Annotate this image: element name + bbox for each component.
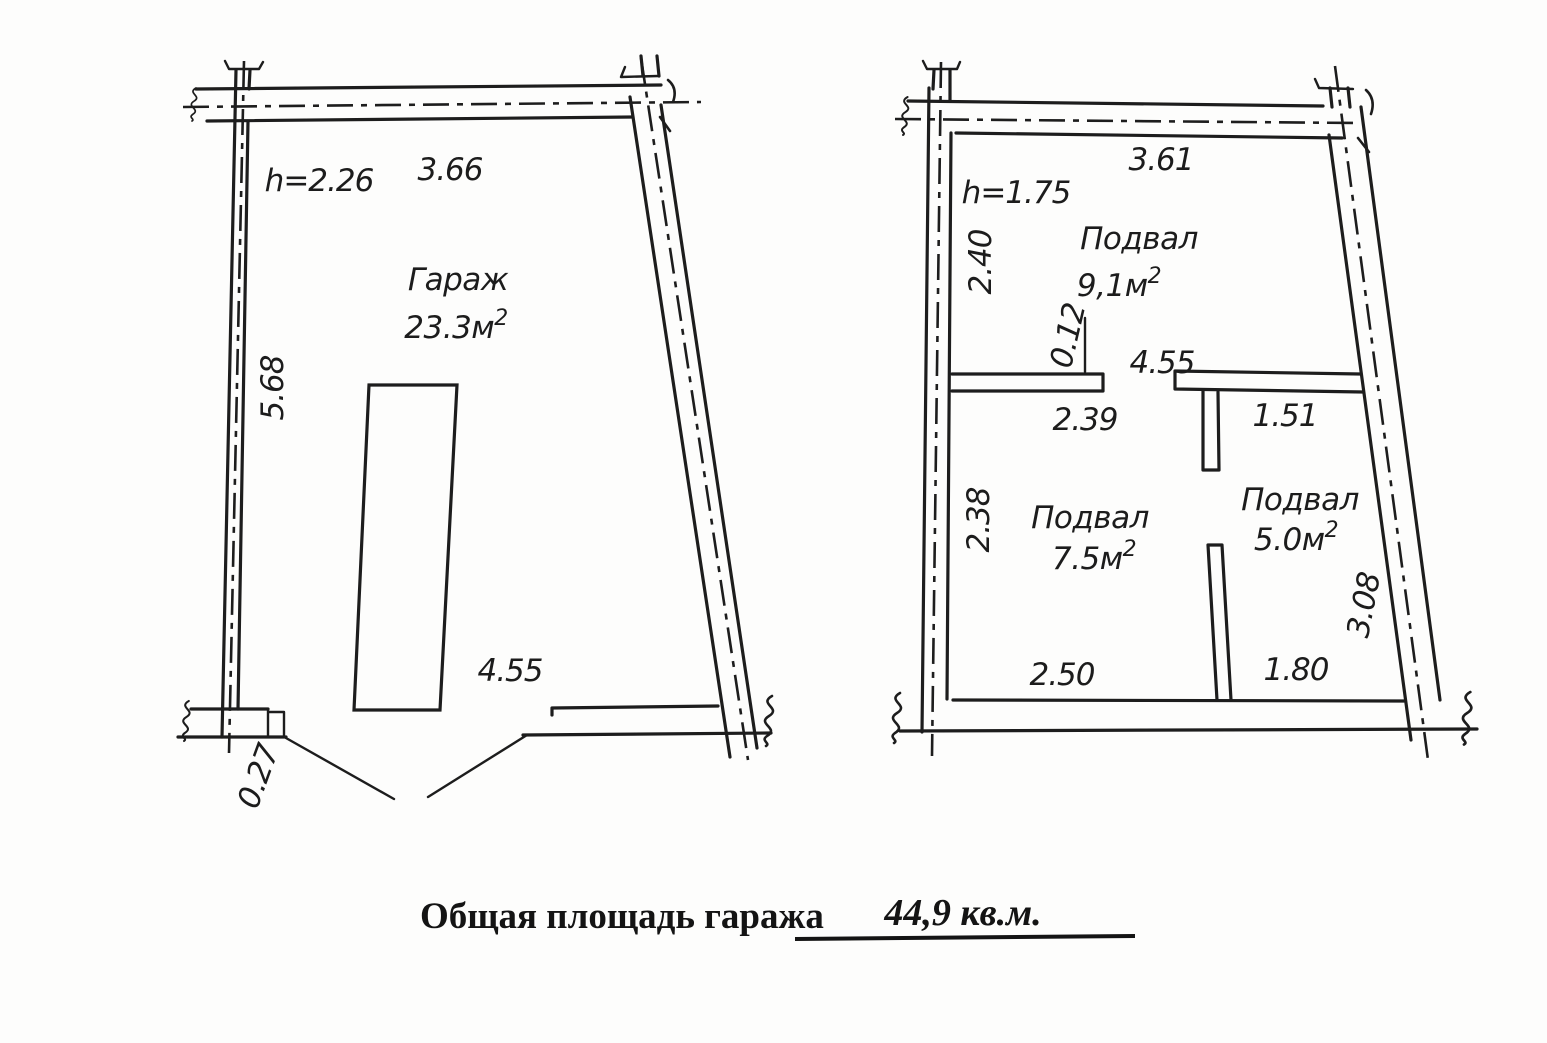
garage-right-wall-stub-cap	[619, 65, 660, 79]
basement-partition-right-bar	[1173, 369, 1365, 394]
basement-partition-left	[950, 372, 1105, 393]
garage-height-label: h=2.26	[265, 163, 374, 199]
basement-dim-bottom-right: 1.80	[1263, 652, 1328, 688]
basement-dim-top: 3.61	[1128, 142, 1193, 178]
caption: Общая площадь гаража 44,9 кв.м.	[420, 892, 1136, 941]
garage-top-wall-break	[190, 87, 198, 122]
basement-right-wall-centerline	[1333, 65, 1430, 761]
garage-right-wall-outer-line	[659, 103, 759, 750]
basement-dim-right: 3.08	[1340, 569, 1388, 640]
garage-walls	[176, 54, 775, 761]
basement-left-wall-inner-line	[945, 131, 953, 701]
garage-dim-left: 5.68	[255, 355, 291, 420]
garage-left-wall-centerline	[227, 60, 246, 754]
basement-partition-right-stem	[1201, 389, 1221, 472]
basement-dim-bottom-left: 2.50	[1029, 657, 1094, 693]
basement-room3-name: Подвал	[1241, 482, 1359, 518]
basement-labels: 3.61 h=1.75 Подвал 9,1м2 2.40 0.12 4.55 …	[961, 142, 1388, 693]
garage-right-wall-centerline	[639, 57, 750, 761]
basement-dim-room1-width: 2.39	[1052, 402, 1117, 438]
garage-inspection-pit	[352, 383, 459, 712]
basement-dim-left-upper: 2.40	[963, 229, 999, 294]
garage-left-wall-stub	[247, 68, 252, 91]
basement-bottom-wall-left-break	[891, 691, 903, 745]
basement-room2-name: Подвал	[1031, 500, 1149, 536]
garage-door-opening	[284, 733, 529, 801]
garage-right-wall-break-marks	[658, 78, 676, 133]
basement-partition-lower	[1206, 543, 1233, 702]
basement-left-wall-outer-line	[920, 86, 931, 734]
garage-top-wall-inner-line	[205, 115, 635, 123]
garage-door-leaf-right	[426, 733, 529, 799]
caption-label: Общая площадь гаража	[420, 896, 824, 937]
garage-bottom-wall-left-endcap	[266, 707, 286, 739]
garage-bottom-wall-right-inner	[550, 704, 720, 717]
garage-left-wall-outer-line	[220, 68, 238, 739]
basement-bottom-wall-inner	[951, 698, 1406, 703]
basement-top-wall-centerline	[894, 117, 1358, 125]
basement-right-wall-stub-cap	[1313, 77, 1355, 91]
garage-room-area: 23.3м2	[404, 306, 507, 346]
garage-right-wall-inner-line	[628, 95, 732, 759]
basement-bottom-wall-right-break	[1461, 690, 1473, 746]
basement-top-wall-outer-line	[906, 99, 1325, 108]
basement-dim-room3-top: 1.51	[1252, 398, 1317, 434]
garage-plan: h=2.26 3.66 Гараж 23.3м2 5.68 4.55 0.27	[176, 54, 775, 814]
garage-dim-wall-offset: 0.27	[231, 739, 288, 814]
basement-height-label: h=1.75	[962, 175, 1071, 211]
basement-right-wall-break-marks	[1356, 88, 1374, 154]
garage-labels: h=2.26 3.66 Гараж 23.3м2 5.68 4.55 0.27	[231, 152, 544, 814]
garage-bottom-wall-left-break	[181, 699, 191, 743]
basement-dim-left-lower: 2.38	[961, 487, 997, 552]
garage-dim-top: 3.66	[417, 152, 482, 188]
basement-room1-name: Подвал	[1080, 221, 1198, 257]
garage-top-wall-outer-line	[194, 83, 663, 91]
basement-right-wall-inner-line	[1327, 133, 1413, 742]
garage-room-name: Гараж	[408, 262, 509, 298]
basement-top-wall-inner-line	[954, 131, 1344, 140]
basement-plan: 3.61 h=1.75 Подвал 9,1м2 2.40 0.12 4.55 …	[891, 59, 1479, 761]
basement-room3-area: 5.0м2	[1254, 518, 1338, 558]
basement-top-wall-break	[900, 96, 910, 136]
garage-right-wall-stub	[639, 54, 661, 78]
garage-bottom-wall-right-break	[763, 694, 775, 748]
basement-left-wall-stub	[931, 68, 952, 103]
caption-underline	[794, 934, 1136, 941]
garage-dim-bottom: 4.55	[477, 653, 542, 689]
basement-dim-inner-top: 4.55	[1129, 345, 1194, 381]
caption-value: 44,9 кв.м.	[883, 892, 1041, 934]
basement-room1-area: 9,1м2	[1077, 264, 1161, 304]
basement-right-wall-outer-line	[1359, 105, 1442, 702]
basement-left-wall-centerline	[930, 61, 943, 757]
basement-bottom-wall-outer	[898, 727, 1479, 733]
basement-room2-area: 7.5м2	[1052, 537, 1136, 577]
garage-top-wall-centerline	[182, 100, 702, 109]
garage-door-leaf-left	[284, 736, 396, 801]
basement-partitions	[950, 316, 1365, 702]
garage-bottom-wall-right-outer	[521, 731, 773, 737]
basement-walls	[891, 59, 1479, 761]
garage-left-wall-inner-line	[236, 119, 250, 711]
basement-right-wall-stub	[1328, 86, 1352, 109]
